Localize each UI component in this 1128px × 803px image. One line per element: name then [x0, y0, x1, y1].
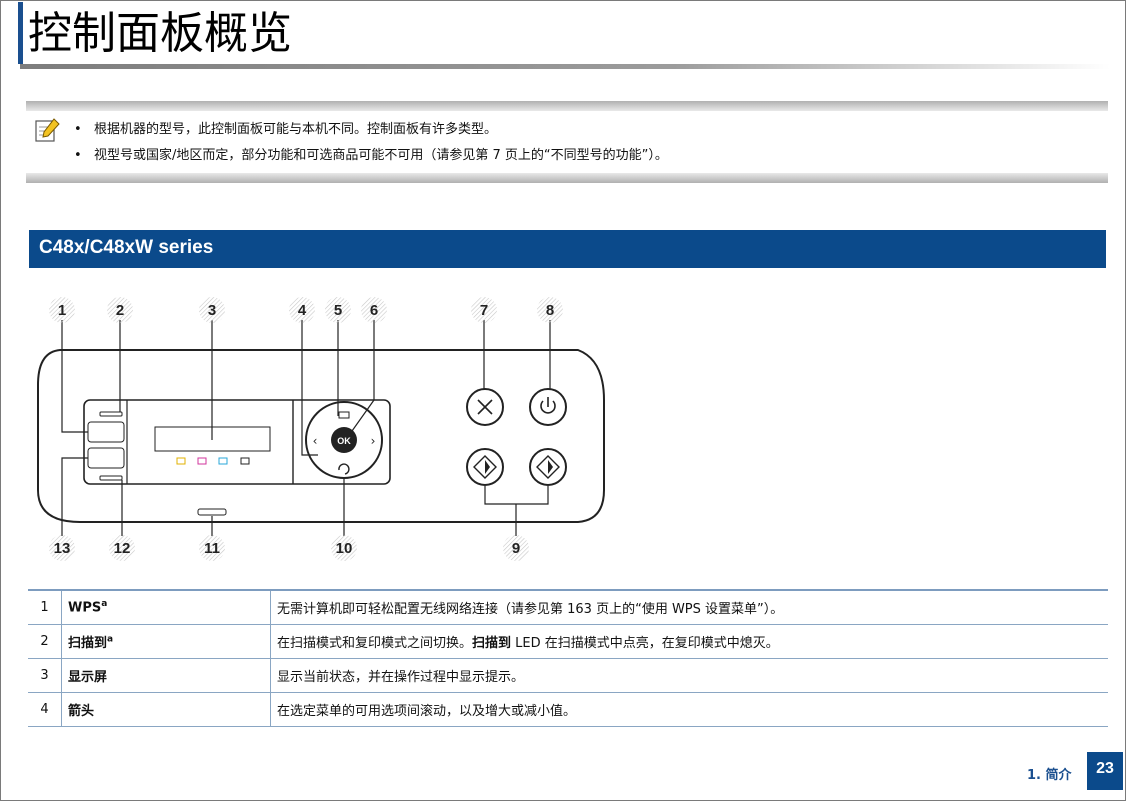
note-text: 视型号或国家/地区而定，部分功能和可选商品可能不可用（请参见第 7 页上的“不同…	[94, 148, 668, 163]
note-bottom-border	[26, 173, 1108, 183]
callout-bubble	[109, 535, 135, 561]
note-box: • 根据机器的型号，此控制面板可能与本机不同。控制面板有许多类型。 • 视型号或国家…	[26, 101, 1108, 183]
callout-number: 11	[204, 540, 220, 557]
toner-indicator	[176, 457, 186, 465]
left-arrow-glyph: ‹	[313, 434, 318, 448]
callout-bubble	[289, 297, 315, 323]
toner-indicator	[197, 457, 207, 465]
callout-bubble	[199, 297, 225, 323]
callout-bubble	[49, 297, 75, 323]
stop-button	[466, 388, 504, 426]
callout-bubble	[331, 535, 357, 561]
note-text: 根据机器的型号，此控制面板可能与本机不同。控制面板有许多类型。	[94, 122, 498, 137]
row-name: 扫描到a	[61, 624, 271, 659]
row-description: 无需计算机即可轻松配置无线网络连接（请参见第 163 页上的“使用 WPS 设置…	[270, 589, 1108, 625]
scan-to-led	[99, 475, 123, 481]
callout-number: 5	[334, 302, 342, 319]
callout-number: 3	[208, 302, 216, 319]
callout-bubble	[199, 535, 225, 561]
callout-number: 13	[54, 540, 71, 557]
back-glyph	[338, 463, 350, 475]
note-list: • 根据机器的型号，此控制面板可能与本机不同。控制面板有许多类型。 • 视型号或国家…	[74, 117, 668, 169]
toner-indicator	[240, 457, 250, 465]
row-name: 箭头	[61, 692, 271, 727]
note-top-border	[26, 101, 1108, 111]
callout-number: 9	[512, 540, 520, 557]
menu-glyph	[338, 411, 350, 419]
table-row: 2 扫描到a 在扫描模式和复印模式之间切换。扫描到 LED 在扫描模式中点亮，在…	[28, 624, 1108, 659]
power-button	[529, 388, 567, 426]
callout-bubble	[325, 297, 351, 323]
start-button	[466, 448, 504, 486]
callout-number: 7	[480, 302, 488, 319]
bullet: •	[74, 122, 82, 137]
display-bezel	[83, 399, 391, 485]
footer-chapter-link[interactable]: 1. 简介	[1027, 768, 1072, 783]
callout-number: 4	[298, 302, 307, 319]
note-item: • 视型号或国家/地区而定，部分功能和可选商品可能不可用（请参见第 7 页上的“不…	[74, 143, 668, 169]
callout-bubble	[107, 297, 133, 323]
wps-led	[99, 411, 123, 417]
wps-button	[87, 421, 125, 443]
section-title: C48x/C48xW series	[39, 237, 214, 258]
bullet: •	[74, 148, 82, 163]
table-row: 4 箭头 在选定菜单的可用选项间滚动，以及增大或减小值。	[28, 692, 1108, 727]
callout-number: 6	[370, 302, 378, 319]
callout-number: 12	[114, 540, 131, 557]
note-pencil-icon	[35, 118, 60, 142]
callout-bubble	[503, 535, 529, 561]
table-row: 1 WPSa 无需计算机即可轻松配置无线网络连接（请参见第 163 页上的“使用…	[28, 589, 1108, 625]
row-number: 1	[28, 589, 62, 625]
table-row: 3 显示屏 显示当前状态，并在操作过程中显示提示。	[28, 658, 1108, 693]
row-name: 显示屏	[61, 658, 271, 693]
section-header: C48x/C48xW series	[29, 230, 1106, 268]
status-led	[197, 508, 227, 516]
callout-bubble	[361, 297, 387, 323]
row-number: 4	[28, 692, 62, 727]
panel-outline	[37, 349, 605, 523]
start-button	[529, 448, 567, 486]
row-description: 显示当前状态，并在操作过程中显示提示。	[270, 658, 1108, 693]
toner-indicator	[218, 457, 228, 465]
callout-number: 2	[116, 302, 124, 319]
description-table: 1 WPSa 无需计算机即可轻松配置无线网络连接（请参见第 163 页上的“使用…	[28, 589, 1108, 727]
note-item: • 根据机器的型号，此控制面板可能与本机不同。控制面板有许多类型。	[74, 117, 668, 143]
page-title: 控制面板概览	[28, 8, 292, 59]
callout-bubble	[471, 297, 497, 323]
title-accent-bar	[18, 2, 23, 64]
callout-bubble	[537, 297, 563, 323]
callout-number: 1	[58, 302, 66, 319]
ok-label: OK	[337, 436, 351, 446]
page-number: 23	[1087, 752, 1123, 790]
callout-bubble	[49, 535, 75, 561]
leader-lines	[61, 320, 551, 536]
control-panel-diagram: OK ‹ › 1 2 3 4 5 6 7	[37, 297, 605, 561]
row-description: 在扫描模式和复印模式之间切换。扫描到 LED 在扫描模式中点亮，在复印模式中熄灭…	[270, 624, 1108, 659]
callout-number: 10	[336, 540, 353, 557]
ok-button	[331, 427, 357, 453]
row-number: 3	[28, 658, 62, 693]
callout-number: 8	[546, 302, 554, 319]
scan-to-button	[87, 447, 125, 469]
right-arrow-glyph: ›	[371, 434, 376, 448]
row-number: 2	[28, 624, 62, 659]
title-rule	[20, 64, 1110, 69]
row-name: WPSa	[61, 589, 271, 625]
power-glyph	[540, 400, 556, 414]
row-description: 在选定菜单的可用选项间滚动，以及增大或减小值。	[270, 692, 1108, 727]
